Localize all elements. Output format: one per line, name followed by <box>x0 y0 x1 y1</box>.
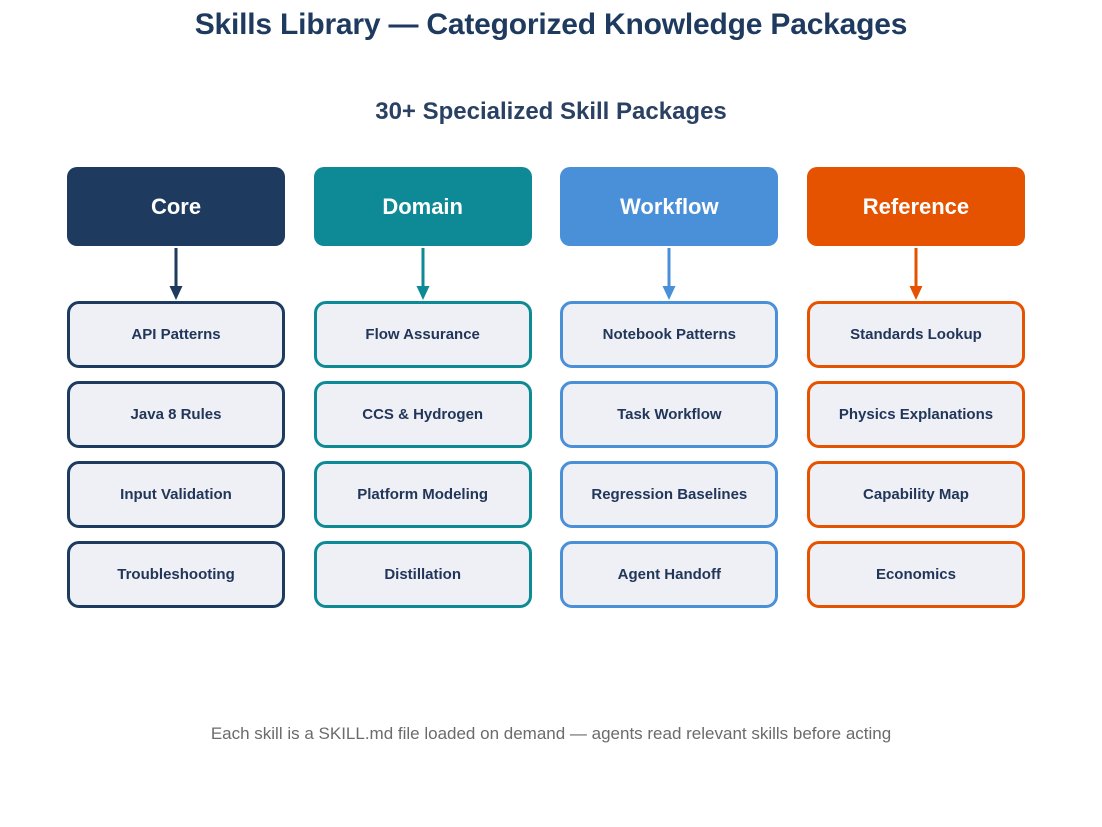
skill-card[interactable]: Agent Handoff <box>560 541 779 608</box>
skill-card[interactable]: Task Workflow <box>560 381 779 448</box>
skill-card[interactable]: CCS & Hydrogen <box>313 381 532 448</box>
category-header-label: Domain <box>382 193 463 219</box>
category-header-label: Workflow <box>620 193 719 219</box>
skill-card[interactable]: Capability Map <box>806 461 1025 528</box>
category-header-core[interactable]: Core <box>67 167 285 246</box>
skill-card-label: Notebook Patterns <box>602 325 736 343</box>
skill-card[interactable]: Java 8 Rules <box>67 381 285 448</box>
skill-card-label: Task Workflow <box>617 405 722 423</box>
skill-card-label: Troubleshooting <box>117 565 235 583</box>
page-subtitle: 30+ Specialized Skill Packages <box>375 98 727 125</box>
skill-card[interactable]: Troubleshooting <box>67 541 285 608</box>
skill-card-label: Distillation <box>384 565 461 583</box>
category-header-domain[interactable]: Domain <box>313 167 532 246</box>
skill-card-label: Input Validation <box>120 485 232 503</box>
skill-card-label: Agent Handoff <box>617 565 721 583</box>
skill-card-label: Capability Map <box>863 485 969 503</box>
skill-card[interactable]: Notebook Patterns <box>560 301 779 368</box>
skill-card[interactable]: Flow Assurance <box>313 301 532 368</box>
arrow-down-icon-reference <box>807 246 1025 301</box>
arrow-down-icon-domain <box>314 246 532 301</box>
skill-card[interactable]: Distillation <box>313 541 532 608</box>
arrow-down-icon-core <box>67 246 285 301</box>
skill-card[interactable]: Economics <box>806 541 1025 608</box>
skill-card-label: Economics <box>875 565 956 583</box>
skill-card-label: Platform Modeling <box>357 485 489 503</box>
category-header-label: Reference <box>862 193 970 219</box>
category-header-reference[interactable]: Reference <box>806 167 1025 246</box>
skill-card-label: Java 8 Rules <box>130 405 222 423</box>
skill-card-label: Flow Assurance <box>365 325 480 343</box>
category-header-workflow[interactable]: Workflow <box>560 167 779 246</box>
skill-card-label: Standards Lookup <box>850 325 982 343</box>
category-header-label: Core <box>150 193 202 219</box>
skill-card-label: Regression Baselines <box>591 485 748 503</box>
skill-card[interactable]: Physics Explanations <box>806 381 1025 448</box>
page-title: Skills Library — Categorized Knowledge P… <box>194 8 908 41</box>
skill-card[interactable]: Standards Lookup <box>806 301 1025 368</box>
skill-card[interactable]: Platform Modeling <box>313 461 532 528</box>
skill-card[interactable]: Regression Baselines <box>560 461 779 528</box>
footer-note: Each skill is a SKILL.md file loaded on … <box>210 724 892 743</box>
skill-card[interactable]: Input Validation <box>67 461 285 528</box>
skill-card-label: CCS & Hydrogen <box>362 405 484 423</box>
skill-card-label: API Patterns <box>131 325 221 343</box>
skill-card[interactable]: API Patterns <box>67 301 285 368</box>
arrow-down-icon-workflow <box>560 246 778 301</box>
skill-card-label: Physics Explanations <box>838 405 994 423</box>
